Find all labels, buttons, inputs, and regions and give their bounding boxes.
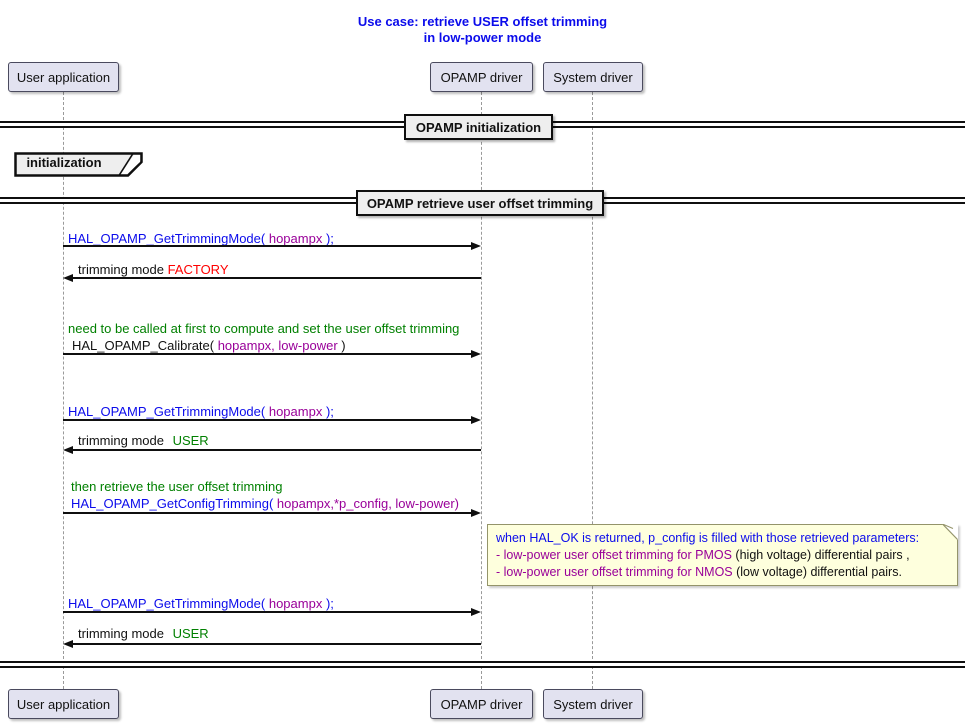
return-trimming-mode-factory: trimming mode FACTORY: [78, 262, 229, 277]
diagram-title-line2: in low-power mode: [423, 30, 542, 45]
note-fold-icon: [942, 524, 958, 540]
call-arg: hopampx: [265, 404, 326, 419]
call-name: HAL_OPAMP_GetTrimmingMode(: [68, 596, 266, 611]
arrow-call-5: [63, 611, 472, 613]
participant-opamp-driver-top: OPAMP driver: [430, 62, 533, 92]
participant-label: System driver: [553, 696, 633, 712]
arrowhead-right-icon: [471, 242, 481, 250]
call-name: HAL_OPAMP_GetConfigTrimming(: [71, 496, 274, 511]
arrowhead-left-icon: [63, 446, 73, 454]
participant-label: System driver: [553, 69, 633, 85]
return-value-factory: FACTORY: [167, 262, 229, 277]
divider-opamp-retrieve-trimming: OPAMP retrieve user offset trimming: [356, 190, 604, 216]
message-get-trimming-mode-1: HAL_OPAMP_GetTrimmingMode( hopampx );: [68, 231, 334, 246]
participant-label: User application: [16, 696, 111, 712]
participant-system-driver-top: System driver: [543, 62, 643, 92]
divider-line-bottom: [0, 661, 965, 668]
return-label: trimming mode: [78, 433, 168, 448]
call-close: );: [325, 404, 334, 419]
participant-user-application-bottom: User application: [8, 689, 119, 719]
return-trimming-mode-user-1: trimming mode USER: [78, 433, 209, 448]
lifeline-opamp-driver: [481, 92, 482, 689]
note-text: (high voltage) differential pairs ,: [731, 548, 910, 562]
divider-label: OPAMP initialization: [415, 119, 542, 135]
arrow-call-1: [63, 245, 472, 247]
call-get-config: HAL_OPAMP_GetConfigTrimming( hopampx,*p_…: [71, 496, 459, 511]
arrow-return-2: [72, 449, 481, 451]
ref-initialization-shape: [14, 152, 144, 180]
note-line-3: - low-power user offset trimming for NMO…: [496, 564, 949, 581]
arrowhead-left-icon: [63, 274, 73, 282]
participant-label: OPAMP driver: [440, 69, 523, 85]
participant-system-driver-bottom: System driver: [543, 689, 643, 719]
lifeline-system-driver: [592, 92, 593, 689]
call-close: ): [341, 338, 346, 353]
message-get-trimming-mode-3: HAL_OPAMP_GetTrimmingMode( hopampx );: [68, 596, 334, 611]
call-arg: hopampx: [265, 596, 326, 611]
ref-pentagon-icon: [14, 152, 143, 177]
return-value-user: USER: [172, 626, 209, 641]
lifeline-user-application: [63, 92, 64, 689]
call-calibrate: HAL_OPAMP_Calibrate( hopampx, low-power …: [68, 338, 459, 353]
divider-label: OPAMP retrieve user offset trimming: [366, 195, 594, 211]
arrowhead-right-icon: [471, 608, 481, 616]
divider-opamp-initialization: OPAMP initialization: [404, 114, 553, 140]
arrowhead-left-icon: [63, 640, 73, 648]
message-calibrate: need to be called at first to compute an…: [68, 321, 459, 353]
note-text: (low voltage) differential pairs.: [732, 565, 902, 579]
comment-calibrate: need to be called at first to compute an…: [68, 321, 460, 336]
arrowhead-right-icon: [471, 350, 481, 358]
arrow-return-1: [72, 277, 481, 279]
call-arg: hopampx, low-power: [214, 338, 342, 353]
arrow-call-4: [63, 512, 472, 514]
arrow-call-2: [63, 353, 472, 355]
arrowhead-right-icon: [471, 416, 481, 424]
participant-opamp-driver-bottom: OPAMP driver: [430, 689, 533, 719]
participant-user-application-top: User application: [8, 62, 119, 92]
call-arg: hopampx: [265, 231, 326, 246]
diagram-title-line1: Use case: retrieve USER offset trimming: [357, 14, 608, 29]
note-param-nmos: - low-power user offset trimming for NMO…: [496, 565, 733, 579]
note-line-2: - low-power user offset trimming for PMO…: [496, 547, 949, 564]
arrowhead-right-icon: [471, 509, 481, 517]
participant-label: User application: [16, 69, 111, 85]
message-get-config-trimming: then retrieve the user offset trimming H…: [71, 479, 459, 511]
call-close: );: [325, 231, 334, 246]
return-trimming-mode-user-2: trimming mode USER: [78, 626, 209, 641]
call-arg: hopampx,*p_config, low-power): [273, 496, 459, 511]
message-get-trimming-mode-2: HAL_OPAMP_GetTrimmingMode( hopampx );: [68, 404, 334, 419]
return-label: trimming mode: [78, 262, 168, 277]
call-name: HAL_OPAMP_GetTrimmingMode(: [68, 404, 266, 419]
ref-initialization-label: initialization: [26, 155, 102, 170]
call-name: HAL_OPAMP_GetTrimmingMode(: [68, 231, 266, 246]
return-value-user: USER: [172, 433, 209, 448]
comment-get-config: then retrieve the user offset trimming: [71, 479, 283, 494]
diagram-title: Use case: retrieve USER offset trimming …: [0, 14, 965, 46]
arrow-call-3: [63, 419, 472, 421]
call-name: HAL_OPAMP_Calibrate(: [72, 338, 215, 353]
note-text: when HAL_OK is returned, p_config is fil…: [496, 531, 920, 545]
participant-label: OPAMP driver: [440, 696, 523, 712]
return-label: trimming mode: [78, 626, 168, 641]
arrow-return-3: [72, 643, 481, 645]
call-close: );: [325, 596, 334, 611]
note-retrieved-parameters: when HAL_OK is returned, p_config is fil…: [487, 524, 958, 586]
note-param-pmos: - low-power user offset trimming for PMO…: [496, 548, 732, 562]
note-line-1: when HAL_OK is returned, p_config is fil…: [496, 530, 949, 547]
